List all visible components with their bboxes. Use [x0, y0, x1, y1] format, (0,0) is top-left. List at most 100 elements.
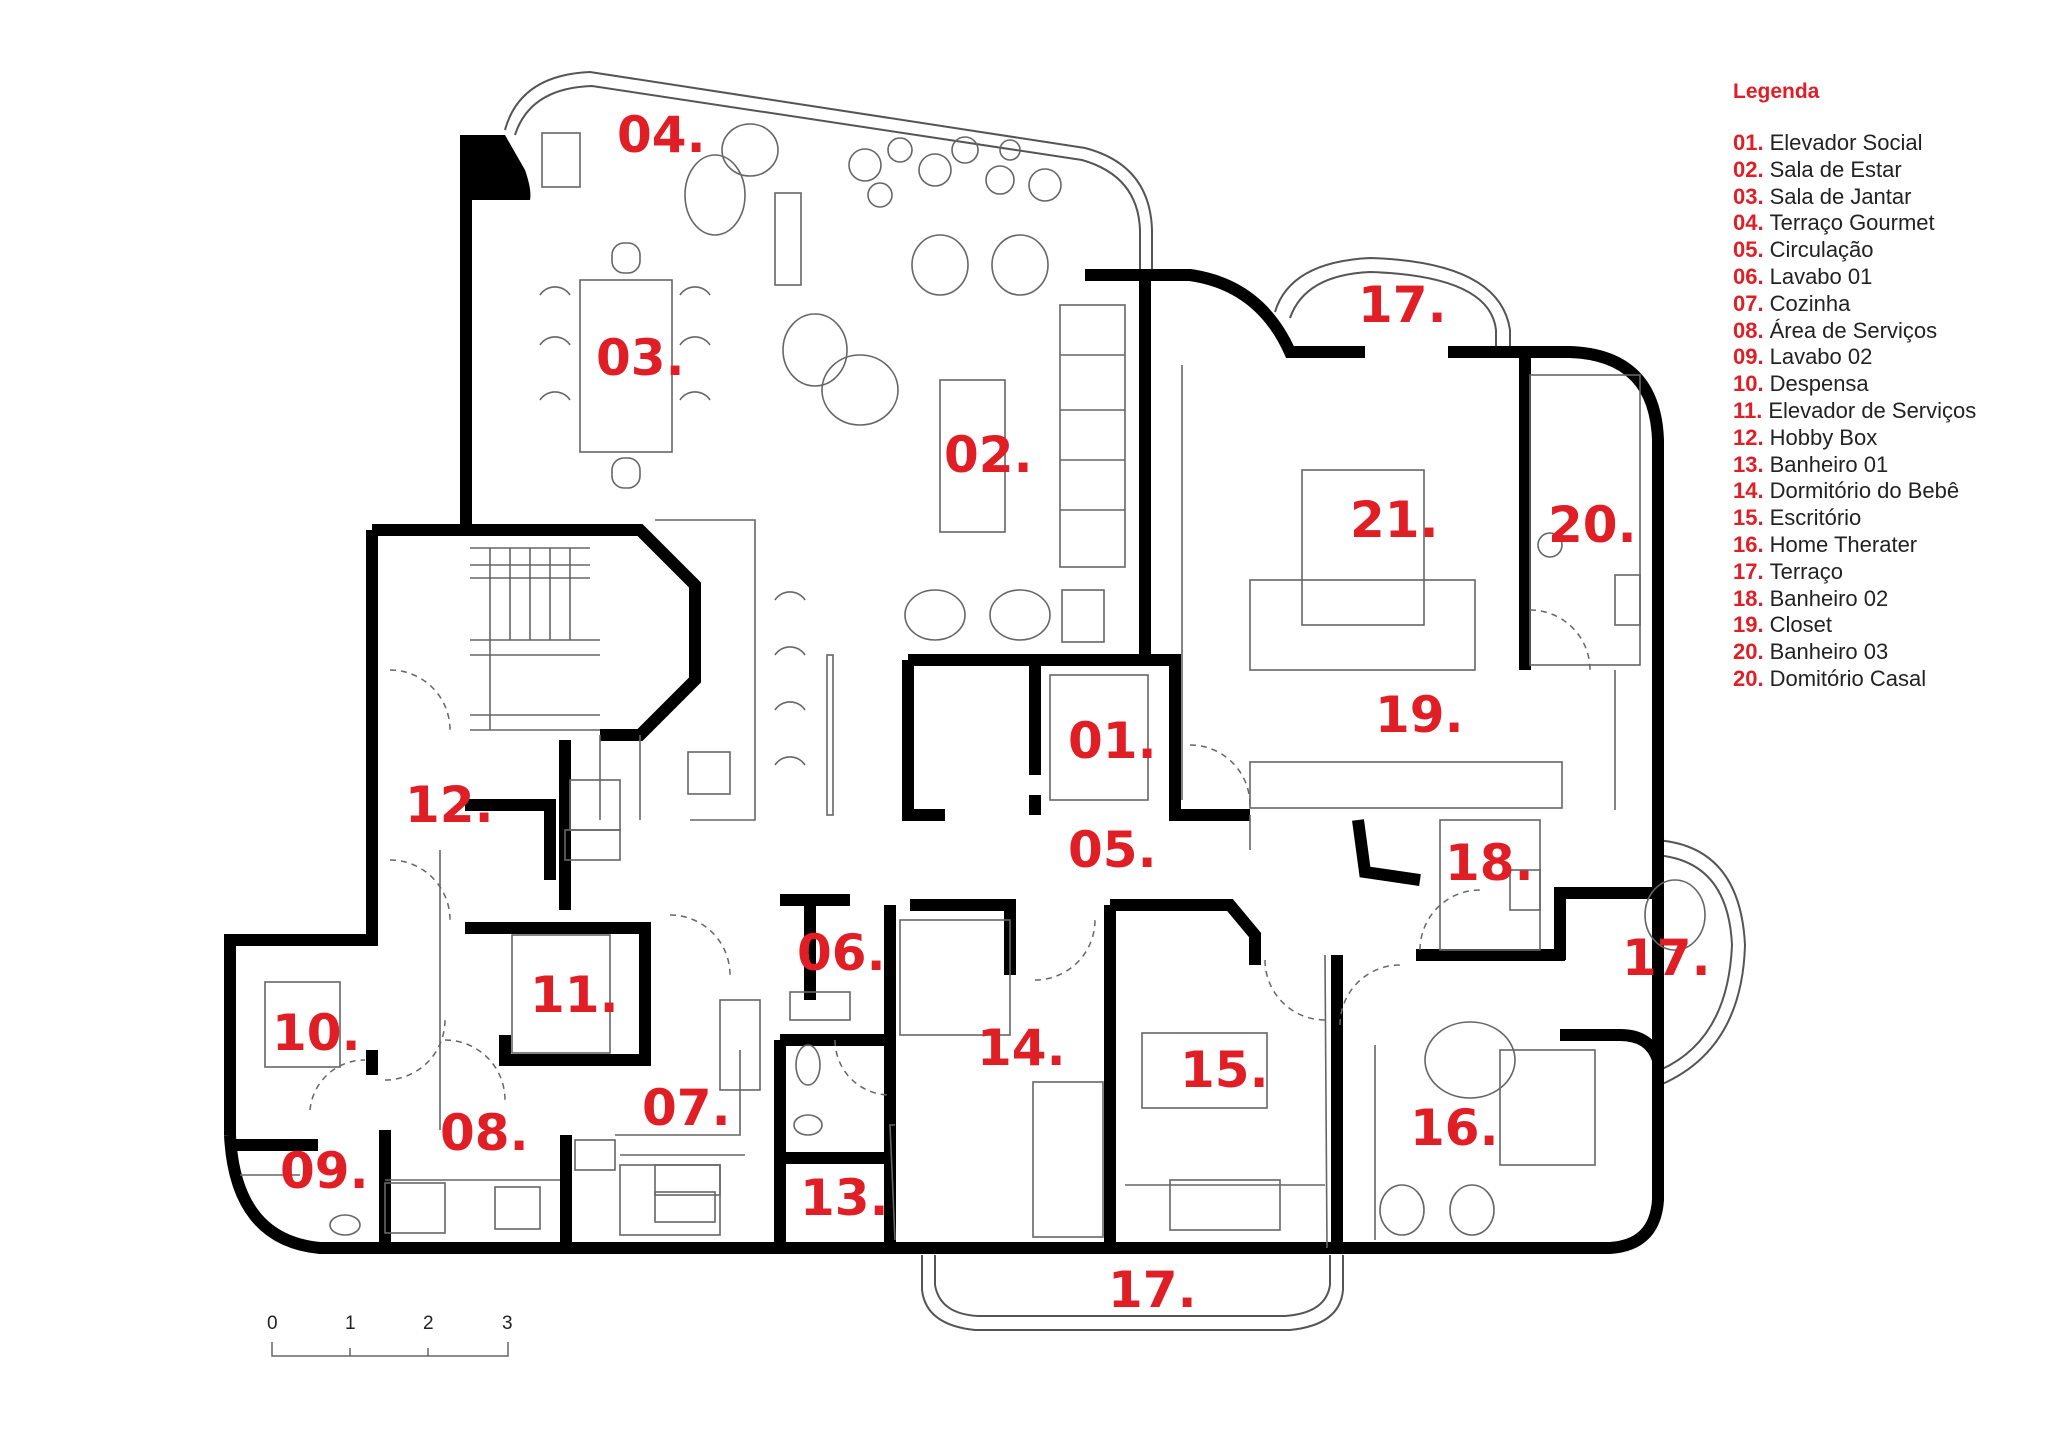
legend-item: 12.Hobby Box [1733, 425, 2033, 452]
legend-item-label: Escritório [1769, 505, 1862, 531]
scale-tick-0: 0 [267, 1313, 278, 1334]
room-label-20: 20. [1548, 496, 1637, 554]
room-label-17-bottom: 17. [1108, 1261, 1197, 1319]
legend-item-label: Elevador de Serviços [1768, 397, 1977, 423]
legend-item-number: 19. [1733, 612, 1764, 638]
legend-item-number: 13. [1733, 451, 1764, 477]
room-label-18: 18. [1445, 834, 1534, 892]
room-label-19: 19. [1375, 686, 1464, 744]
room-label-03: 03. [596, 329, 685, 387]
legend-item: 20.Banheiro 03 [1733, 639, 2033, 666]
room-label-04: 04. [617, 106, 706, 164]
legend-item-number: 14. [1733, 478, 1764, 504]
legend-item-label: Domitório Casal [1769, 665, 1927, 691]
legend-item: 11.Elevador de Serviços [1733, 398, 2033, 425]
legend-item: 06.Lavabo 01 [1733, 264, 2033, 291]
furniture [240, 123, 1706, 1249]
legend-item-label: Cozinha [1769, 290, 1851, 316]
room-label-06: 06. [797, 924, 886, 982]
legend-item: 04.Terraço Gourmet [1733, 210, 2033, 237]
legend-item: 08.Área de Serviços [1733, 318, 2033, 345]
room-label-12: 12. [405, 776, 494, 834]
legend-item: 15.Escritório [1733, 505, 2033, 532]
legend-item-label: Banheiro 03 [1769, 639, 1889, 665]
legend-item-number: 15. [1733, 505, 1764, 531]
room-label-17-right: 17. [1622, 929, 1711, 987]
legend-item-number: 20. [1733, 639, 1764, 665]
legend-item: 09.Lavabo 02 [1733, 344, 2033, 371]
legend-item-number: 12. [1733, 424, 1764, 450]
legend-item: 18.Banheiro 02 [1733, 586, 2033, 613]
legend-item: 02.Sala de Estar [1733, 157, 2033, 184]
legend-item-number: 04. [1733, 210, 1764, 236]
legend-title: Legenda [1733, 80, 1820, 103]
room-label-14: 14. [977, 1019, 1066, 1077]
legend-item-label: Closet [1769, 612, 1832, 638]
room-label-17-top: 17. [1358, 276, 1447, 334]
scale-tick-3: 3 [502, 1313, 513, 1334]
legend-item-label: Sala de Estar [1769, 156, 1902, 182]
legend-item-label: Elevador Social [1769, 130, 1923, 155]
room-label-15: 15. [1180, 1041, 1269, 1099]
legend-item-label: Terraço Gourmet [1769, 210, 1935, 236]
legend-item-number: 01. [1733, 130, 1764, 155]
door-swings [309, 609, 1591, 1111]
legend-item-number: 08. [1733, 317, 1764, 343]
room-label-10: 10. [272, 1004, 361, 1062]
legend-item-label: Banheiro 01 [1769, 451, 1889, 477]
legend-item-number: 02. [1733, 156, 1764, 182]
terrace-outlines [504, 70, 1747, 1331]
legend-item: 05.Circulação [1733, 237, 2033, 264]
legend-item-label: Dormitório do Bebê [1769, 478, 1960, 504]
scale-tick-1: 1 [345, 1313, 356, 1334]
legend-item-label: Terraço [1769, 558, 1843, 584]
legend-item-number: 05. [1733, 237, 1764, 263]
legend-item-label: Lavabo 02 [1769, 344, 1873, 370]
legend-item: 19.Closet [1733, 612, 2033, 639]
legend-item-label: Sala de Jantar [1769, 183, 1912, 209]
room-label-16: 16. [1410, 1099, 1499, 1157]
room-label-05: 05. [1068, 821, 1157, 879]
room-label-02: 02. [944, 426, 1033, 484]
room-label-07: 07. [642, 1079, 731, 1137]
legend-item-number: 07. [1733, 290, 1764, 316]
legend-item: 20.Domitório Casal [1733, 666, 2033, 693]
room-label-09: 09. [280, 1142, 369, 1200]
legend-item-number: 06. [1733, 263, 1764, 289]
legend-item-label: Despensa [1769, 371, 1869, 397]
room-labels: 01. 02. 03. 04. 05. 06. 07. 08. 09. 10. … [272, 106, 1711, 1319]
room-label-11: 11. [530, 966, 619, 1024]
legend-item-label: Área de Serviços [1769, 317, 1938, 343]
room-label-13: 13. [800, 1169, 889, 1227]
legend-item: 14.Dormitório do Bebê [1733, 478, 2033, 505]
legend-item-number: 18. [1733, 585, 1764, 611]
room-label-01: 01. [1068, 712, 1157, 770]
legend-item-number: 20. [1733, 665, 1764, 691]
column-corner [461, 135, 531, 200]
legend-item: 01.Elevador Social [1733, 130, 2033, 157]
legend-item-label: Home Therater [1769, 531, 1918, 557]
legend-item: 07.Cozinha [1733, 291, 2033, 318]
legend-item-label: Lavabo 01 [1769, 263, 1873, 289]
legend-item-number: 16. [1733, 531, 1764, 557]
legend-item: 17.Terraço [1733, 559, 2033, 586]
scale-bar: 0 1 2 3 [267, 1313, 513, 1357]
room-label-21: 21. [1350, 491, 1439, 549]
legend-item-number: 10. [1733, 371, 1764, 397]
legend-item-number: 17. [1733, 558, 1764, 584]
legend-item-number: 09. [1733, 344, 1764, 370]
legend-item: 03.Sala de Jantar [1733, 184, 2033, 211]
legend-item: 16.Home Therater [1733, 532, 2033, 559]
legend-item: 10.Despensa [1733, 371, 2033, 398]
scale-tick-2: 2 [423, 1313, 434, 1334]
legend-item: 13.Banheiro 01 [1733, 452, 2033, 479]
room-label-08: 08. [440, 1104, 529, 1162]
legend-item-number: 11. [1733, 397, 1763, 423]
legend-item-label: Hobby Box [1769, 424, 1878, 450]
legend-item-number: 03. [1733, 183, 1764, 209]
legend-item-label: Circulação [1769, 237, 1874, 263]
legend-item-label: Banheiro 02 [1769, 585, 1889, 611]
